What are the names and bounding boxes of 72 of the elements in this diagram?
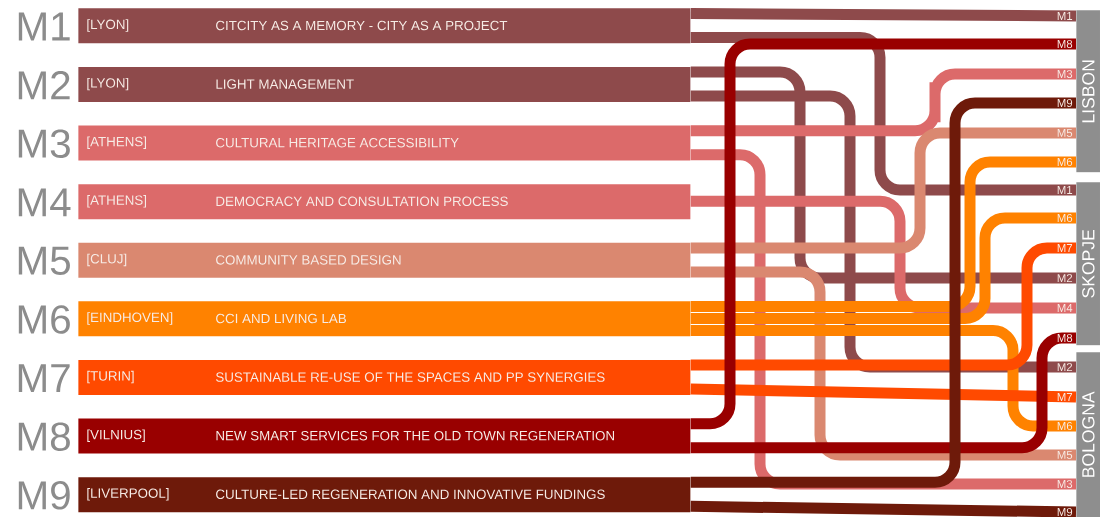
module-band: [CLUJ] COMMUNITY BASED DESIGN bbox=[78, 242, 691, 278]
edge-label: M9 bbox=[1057, 507, 1073, 517]
edge-label: M3 bbox=[1057, 479, 1073, 489]
edge-label: M8 bbox=[1057, 39, 1073, 49]
connector-line bbox=[690, 266, 1076, 461]
module-number: M5 bbox=[18, 246, 70, 275]
node-label: [ATHENS] bbox=[87, 136, 147, 149]
module-number: M2 bbox=[18, 71, 70, 100]
node-label: DEMOCRACY AND CONSULTATION PROCESS bbox=[216, 196, 508, 207]
connector-line bbox=[690, 32, 1076, 196]
module-band: [TURIN] SUSTAINABLE RE-USE OF THE SPACES AND PP SYNERGIES bbox=[78, 359, 691, 395]
node-label: [LYON] bbox=[87, 19, 129, 32]
node-label: LIGHT MANAGEMENT bbox=[216, 79, 354, 89]
node-label: CULTURAL HERITAGE ACCESSIBILITY bbox=[216, 137, 459, 148]
node-label: CCI AND LIVING LAB bbox=[216, 313, 347, 324]
module-band: [EINDHOVEN] CCI AND LIVING LAB bbox=[78, 301, 691, 337]
node-label: [LYON] bbox=[87, 77, 129, 91]
edge-label: M8 bbox=[1057, 333, 1073, 343]
connector-line bbox=[690, 242, 1076, 371]
connector-line bbox=[690, 127, 1076, 254]
module-band: [ATHENS] DEMOCRACY AND CONSULTATION PROCESS bbox=[78, 184, 691, 220]
edge-label: M6 bbox=[1057, 157, 1073, 167]
edge-label: M7 bbox=[1057, 393, 1073, 401]
node-label: [VILNIUS] bbox=[87, 429, 145, 442]
connector-line bbox=[690, 383, 1077, 403]
edge-label: M3 bbox=[1057, 69, 1073, 79]
edge-label: M6 bbox=[1057, 213, 1073, 223]
connector-line bbox=[690, 212, 1076, 324]
connector-line bbox=[690, 68, 1076, 137]
city-bar: LISBON bbox=[1076, 10, 1100, 173]
edge-label: M9 bbox=[1057, 98, 1073, 108]
connector-line bbox=[690, 500, 1077, 517]
connector-line bbox=[690, 38, 1076, 430]
node-label: SUSTAINABLE RE-USE OF THE SPACES AND PP SYNERGIES bbox=[215, 372, 605, 382]
node-label: [CLUJ] bbox=[87, 253, 127, 267]
edge-label: M1 bbox=[1057, 12, 1073, 20]
module-band: [VILNIUS] NEW SMART SERVICES FOR THE OLD TOWN REGENERATION bbox=[78, 418, 691, 454]
city-bar: BOLOGNA bbox=[1076, 352, 1100, 517]
node-label: [EINDHOVEN] bbox=[87, 312, 173, 325]
edge-label: M2 bbox=[1057, 274, 1073, 282]
module-band: [LYON] LIGHT MANAGEMENT bbox=[78, 66, 691, 102]
connector-line bbox=[690, 195, 1076, 314]
edge-label: M6 bbox=[1057, 421, 1073, 431]
module-number: M7 bbox=[18, 364, 70, 392]
edge-label: M1 bbox=[1057, 186, 1073, 194]
edge-label: M2 bbox=[1057, 363, 1073, 371]
module-number: M6 bbox=[18, 305, 70, 334]
edge-label: M5 bbox=[1057, 451, 1073, 459]
module-band: [LYON] CITCITY AS A MEMORY - CITY AS A PROJECT bbox=[78, 8, 691, 44]
city-bar: SKOPJE bbox=[1076, 182, 1100, 346]
module-number: M9 bbox=[18, 481, 70, 510]
module-number: M4 bbox=[18, 188, 71, 217]
module-band: [ATHENS] CULTURAL HERITAGE ACCESSIBILITY bbox=[78, 125, 691, 161]
module-band: [LIVERPOOL] CULTURE-LED REGENERATION AND INNOVATIVE FUNDINGS bbox=[78, 477, 691, 513]
node-label: [ATHENS] bbox=[87, 195, 147, 208]
module-number: M3 bbox=[18, 129, 70, 158]
edge-label: M4 bbox=[1057, 304, 1073, 312]
edge-label: M5 bbox=[1057, 129, 1073, 137]
connector-line bbox=[690, 332, 1076, 454]
edge-label: M7 bbox=[1057, 244, 1073, 252]
node-label: NEW SMART SERVICES FOR THE OLD TOWN REGENERATION bbox=[216, 430, 615, 441]
module-number: M8 bbox=[18, 422, 70, 451]
node-label: [LIVERPOOL] bbox=[87, 488, 169, 501]
connector-line bbox=[690, 8, 1077, 22]
module-number: M1 bbox=[18, 12, 70, 41]
connector-line bbox=[690, 156, 1076, 312]
connector-line bbox=[690, 90, 1076, 373]
node-label: CITCITY AS A MEMORY - CITY AS A PROJECT bbox=[216, 20, 508, 31]
node-label: CULTURE-LED REGENERATION AND INNOVATIVE FUNDINGS bbox=[216, 489, 605, 500]
node-label: [TURIN] bbox=[87, 370, 134, 384]
connector-line bbox=[690, 66, 1076, 284]
node-label: COMMUNITY BASED DESIGN bbox=[216, 255, 401, 265]
